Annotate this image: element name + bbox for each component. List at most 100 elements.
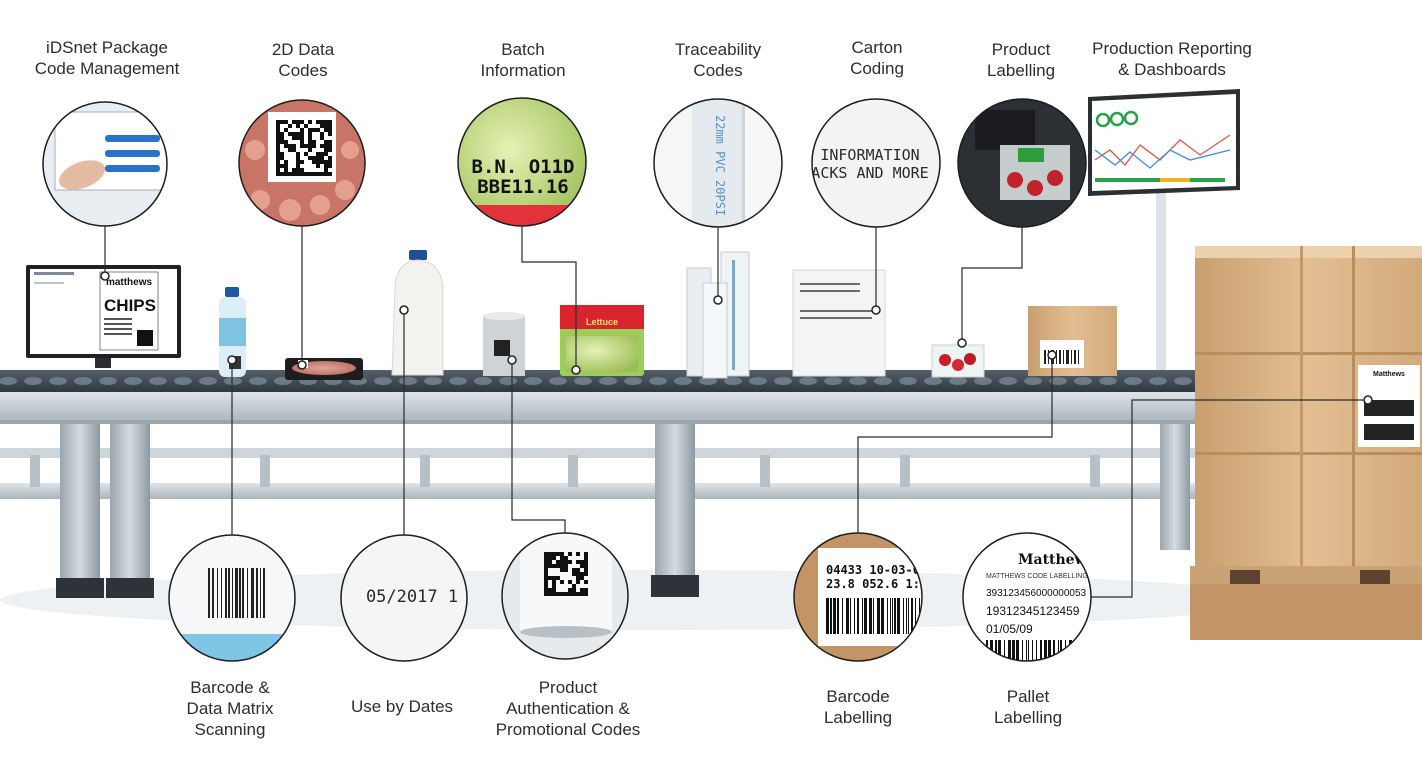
roller [1024, 377, 1042, 385]
barcode-bar [857, 598, 859, 634]
use-by-code: 05/2017 1 [366, 587, 458, 607]
matrix-cell [276, 172, 280, 176]
barcode-bar [251, 568, 254, 618]
matrix-cell [560, 556, 564, 560]
matrix-cell [284, 120, 288, 124]
matrix-cell [300, 136, 304, 140]
matrix-cell [580, 588, 584, 592]
label-line: Scanning [194, 720, 266, 739]
matrix-cell [276, 128, 280, 132]
matrix-cell [316, 152, 320, 156]
barcode-bar [1036, 640, 1037, 661]
matrix-cell [296, 160, 300, 164]
barcode-bar [1012, 640, 1015, 661]
matrix-cell [316, 128, 320, 132]
matrix-cell [328, 156, 332, 160]
roller [849, 377, 867, 385]
magnifier-authentication [501, 532, 629, 660]
matrix-cell [576, 552, 580, 556]
matrix-cell [320, 160, 324, 164]
matrix-cell [572, 584, 576, 588]
barcode-bar [242, 568, 244, 618]
matrix-cell [308, 156, 312, 160]
matrix-cell [544, 588, 548, 592]
matrix-cell [308, 140, 312, 144]
magnifier-use-by: 05/2017 1 [340, 534, 468, 662]
matrix-cell [556, 592, 560, 596]
matrix-cell [276, 164, 280, 168]
matrix-cell [544, 564, 548, 568]
matrix-cell [284, 172, 288, 176]
label-line: Codes [693, 61, 743, 80]
matrix-cell [552, 588, 556, 592]
matrix-cell [292, 172, 296, 176]
roller [149, 377, 167, 385]
matrix-cell [296, 124, 300, 128]
barcode-bar [892, 598, 893, 634]
label-2d-data-codes: 2D Data Codes [272, 39, 334, 81]
matrix-cell [312, 156, 316, 160]
carton-line-1: INFORMATION [820, 146, 919, 164]
matrix-cell [296, 168, 300, 172]
matrix-cell [568, 592, 572, 596]
matrix-cell [328, 120, 332, 124]
matrix-cell [548, 560, 552, 564]
barcode-bar [911, 598, 913, 634]
barcode-label-line-1: 04433 10-03-08 1:1 [826, 563, 956, 577]
roller [649, 377, 667, 385]
matrix-cell [324, 152, 328, 156]
barcode-bar [881, 598, 884, 634]
matrix-cell [308, 172, 312, 176]
matrix-cell [544, 584, 548, 588]
roller [799, 377, 817, 385]
barcode-bar [1026, 640, 1027, 661]
dashboard-screen [1088, 89, 1240, 370]
barcode-bar [1053, 640, 1055, 661]
label-line: Labelling [993, 708, 1063, 727]
code-management-monitor: matthews CHIPS [26, 265, 181, 368]
conveyor [0, 370, 1200, 598]
barcode-bar [1082, 640, 1085, 661]
pallet-zoom-line-2: 393123456000000053 [986, 588, 1087, 599]
label-line: Labelling [986, 61, 1056, 80]
matrix-cell [580, 572, 584, 576]
barcode-bar [217, 568, 218, 618]
barcode-bar [208, 568, 210, 618]
magnifier-barcode-scanning [168, 534, 296, 662]
barcode-bars [208, 568, 265, 618]
matrix-cell [312, 128, 316, 132]
matrix-cell [300, 140, 304, 144]
matrix-cell [276, 148, 280, 152]
matrix-cell [544, 592, 548, 596]
label-barcode-scanning: Barcode & Data Matrix Scanning [187, 677, 274, 740]
matrix-cell [548, 552, 552, 556]
matrix-cell [576, 568, 580, 572]
matrix-cell [324, 148, 328, 152]
roller [249, 377, 267, 385]
matrix-cell [320, 124, 324, 128]
label-package-code: iDSnet Package Code Management [35, 37, 180, 79]
roller [0, 377, 17, 385]
label-line: Pallet [1006, 687, 1050, 706]
matrix-cell [284, 128, 288, 132]
barcode-bar [1075, 640, 1076, 661]
matrix-cell [276, 136, 280, 140]
matrix-cell [308, 144, 312, 148]
matrix-cell [328, 172, 332, 176]
matrix-cell [280, 164, 284, 168]
lettuce-bag-text: Lettuce [586, 317, 618, 327]
barcode-bar [890, 598, 891, 634]
roller [199, 377, 217, 385]
matrix-cell [292, 132, 296, 136]
magnifier-batch: B.N. O11D BBE11.16 [457, 97, 587, 227]
floor-shadow [0, 570, 1280, 630]
label-carton: Carton Coding [850, 37, 904, 79]
matrix-cell [312, 144, 316, 148]
roller [424, 377, 442, 385]
barcode-bar [850, 598, 851, 634]
roller [524, 377, 542, 385]
matrix-cell [288, 172, 292, 176]
matrix-cell [560, 564, 564, 568]
matrix-cell [304, 152, 308, 156]
